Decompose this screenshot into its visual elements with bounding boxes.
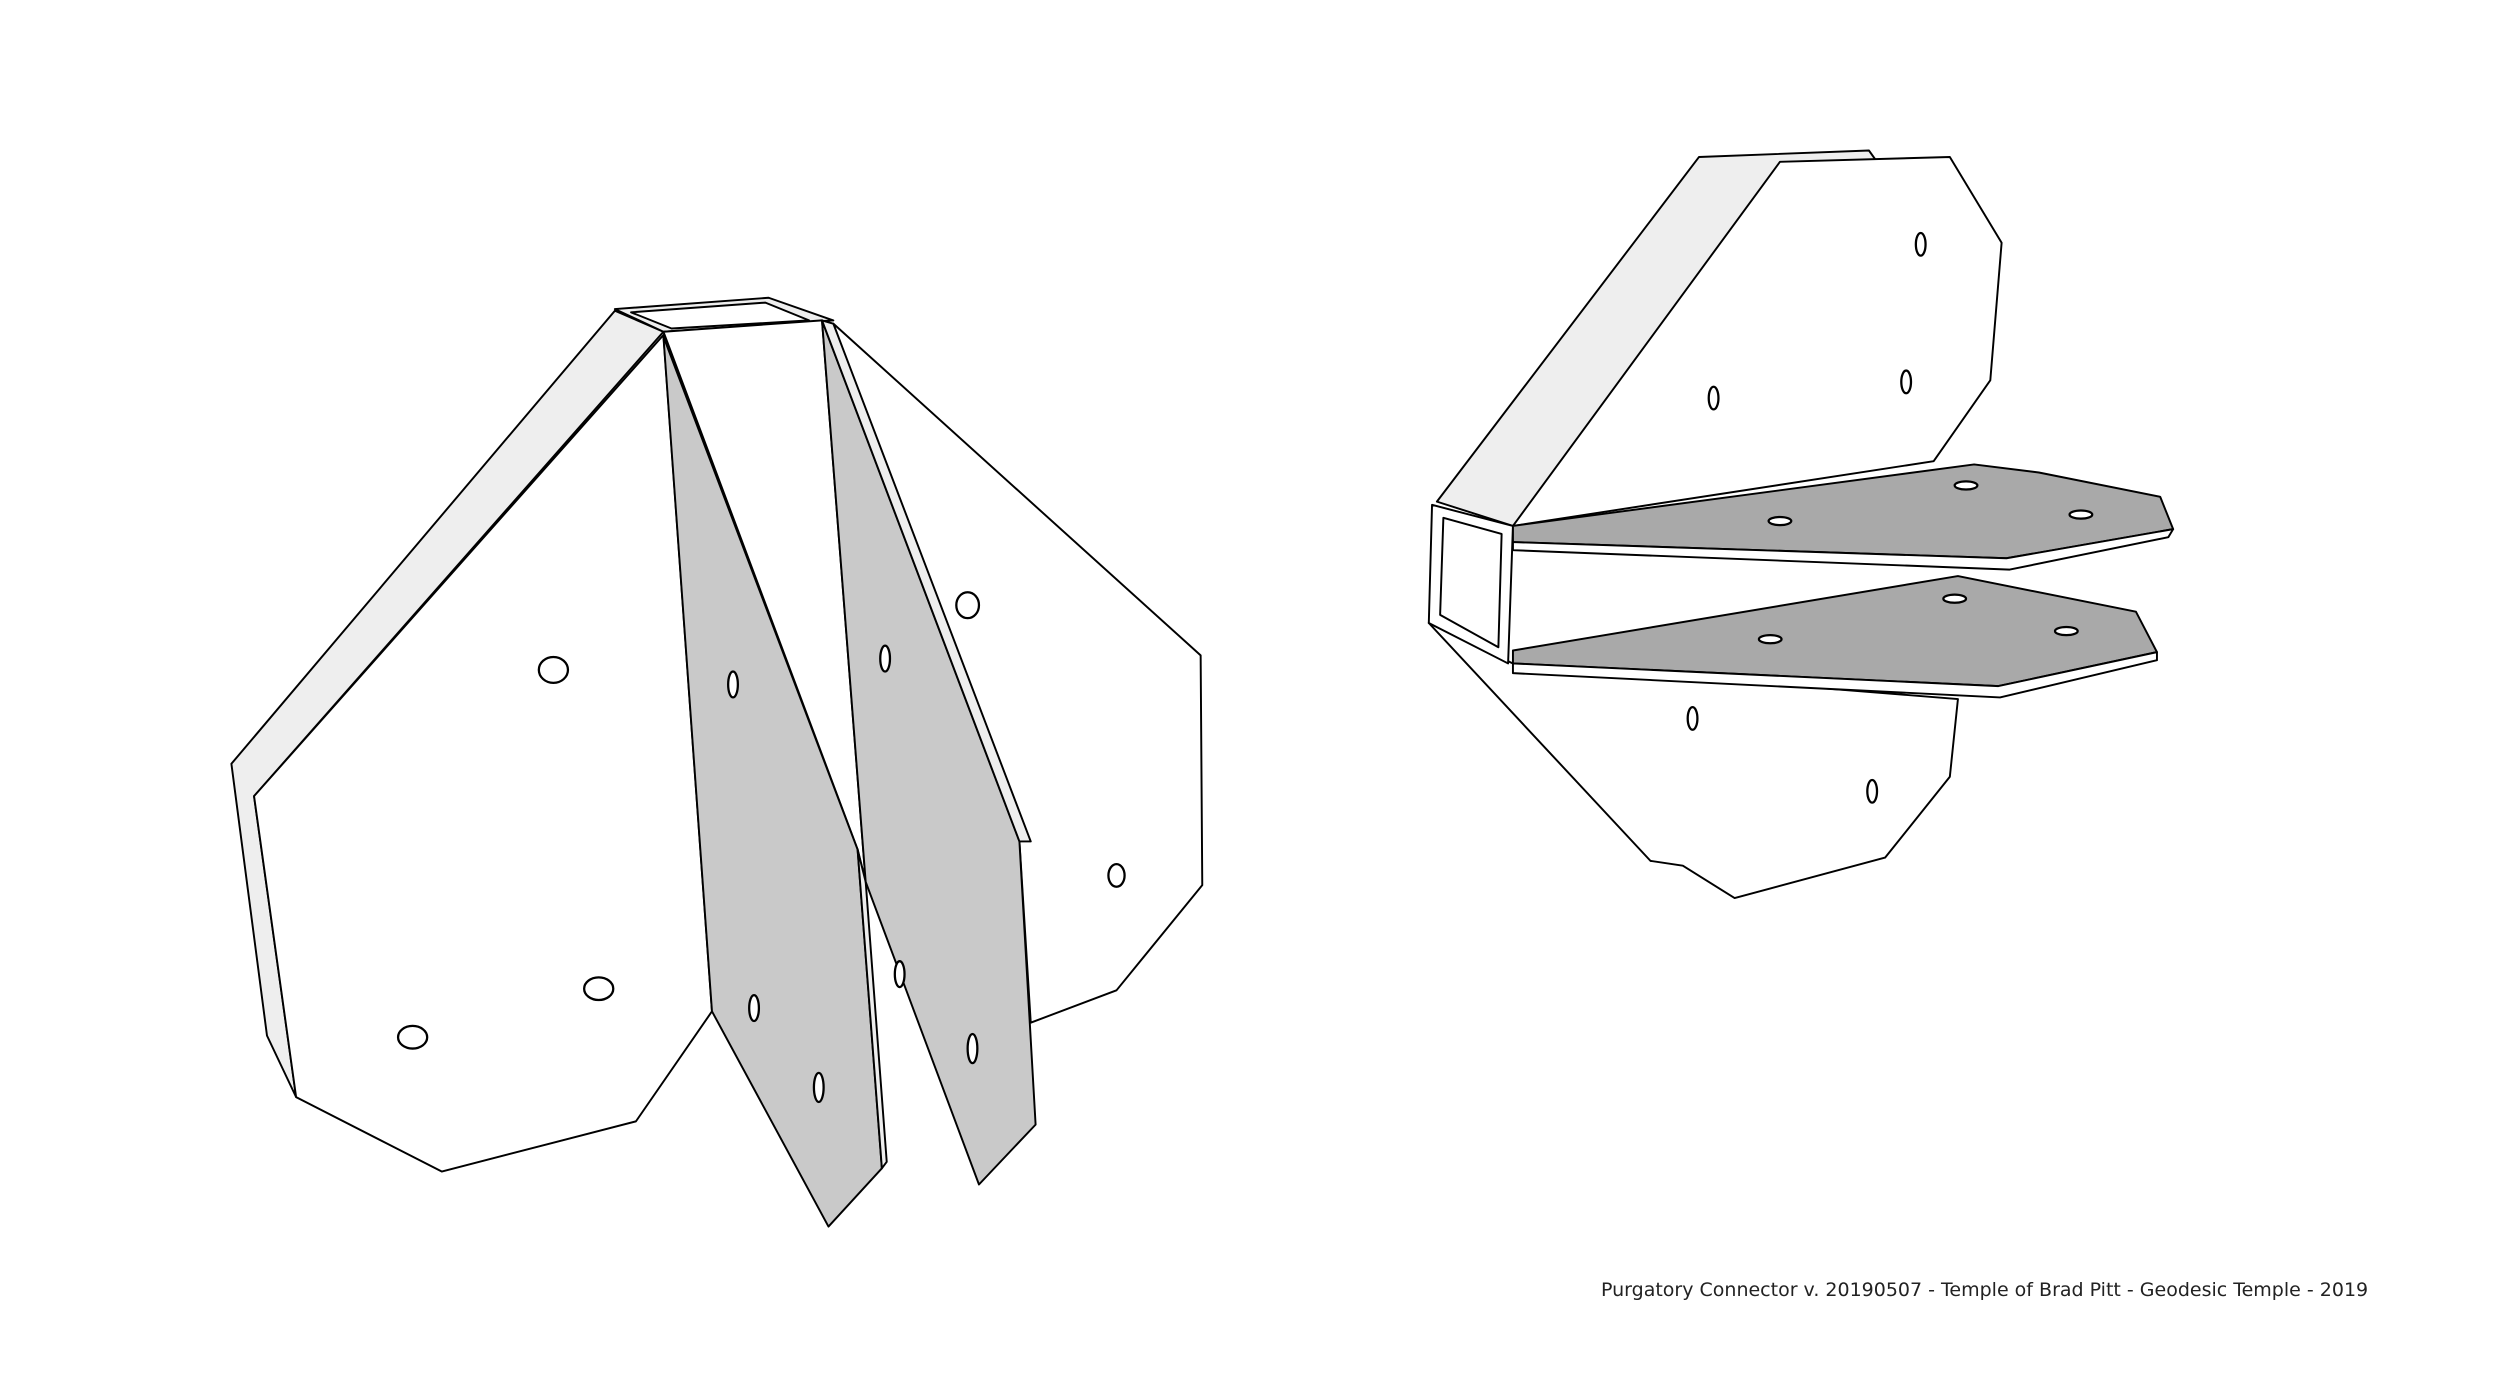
connector-view-left [230, 296, 1204, 1228]
bolt-hole [1107, 862, 1126, 888]
bolt-hole [1686, 706, 1699, 731]
bolt-hole [396, 1024, 429, 1050]
bolt-hole [2068, 509, 2094, 520]
bolt-hole [2053, 625, 2079, 637]
bolt-hole [1767, 515, 1793, 527]
lower-fin-edge [1511, 651, 2158, 699]
bolt-hole [955, 591, 981, 620]
bolt-hole [893, 960, 906, 989]
bolt-hole [1942, 593, 1968, 604]
bolt-hole [1900, 369, 1913, 395]
left-fin-edge [856, 848, 888, 1170]
bolt-hole [1757, 633, 1783, 645]
connector-view-right [1427, 149, 2175, 900]
bolt-hole [812, 1071, 825, 1104]
upper-fin-edge [1511, 528, 2175, 571]
bolt-hole [1707, 385, 1720, 411]
bolt-hole [1953, 480, 1979, 491]
bolt-hole [966, 1032, 979, 1065]
upper-plate [1511, 156, 2003, 527]
drawing-caption: Purgatory Connector v. 20190507 - Temple… [1601, 1279, 2369, 1301]
bolt-hole [727, 670, 739, 699]
left-fin [662, 335, 883, 1228]
bolt-hole [1914, 231, 1927, 257]
right-fin-edge [821, 319, 1032, 843]
bolt-hole [1866, 778, 1879, 804]
left-plate [253, 333, 713, 1173]
bolt-hole [537, 655, 570, 684]
bolt-hole [748, 994, 761, 1023]
bolt-hole [583, 976, 615, 1002]
bolt-hole [879, 644, 892, 673]
tube-opening [1439, 516, 1503, 649]
